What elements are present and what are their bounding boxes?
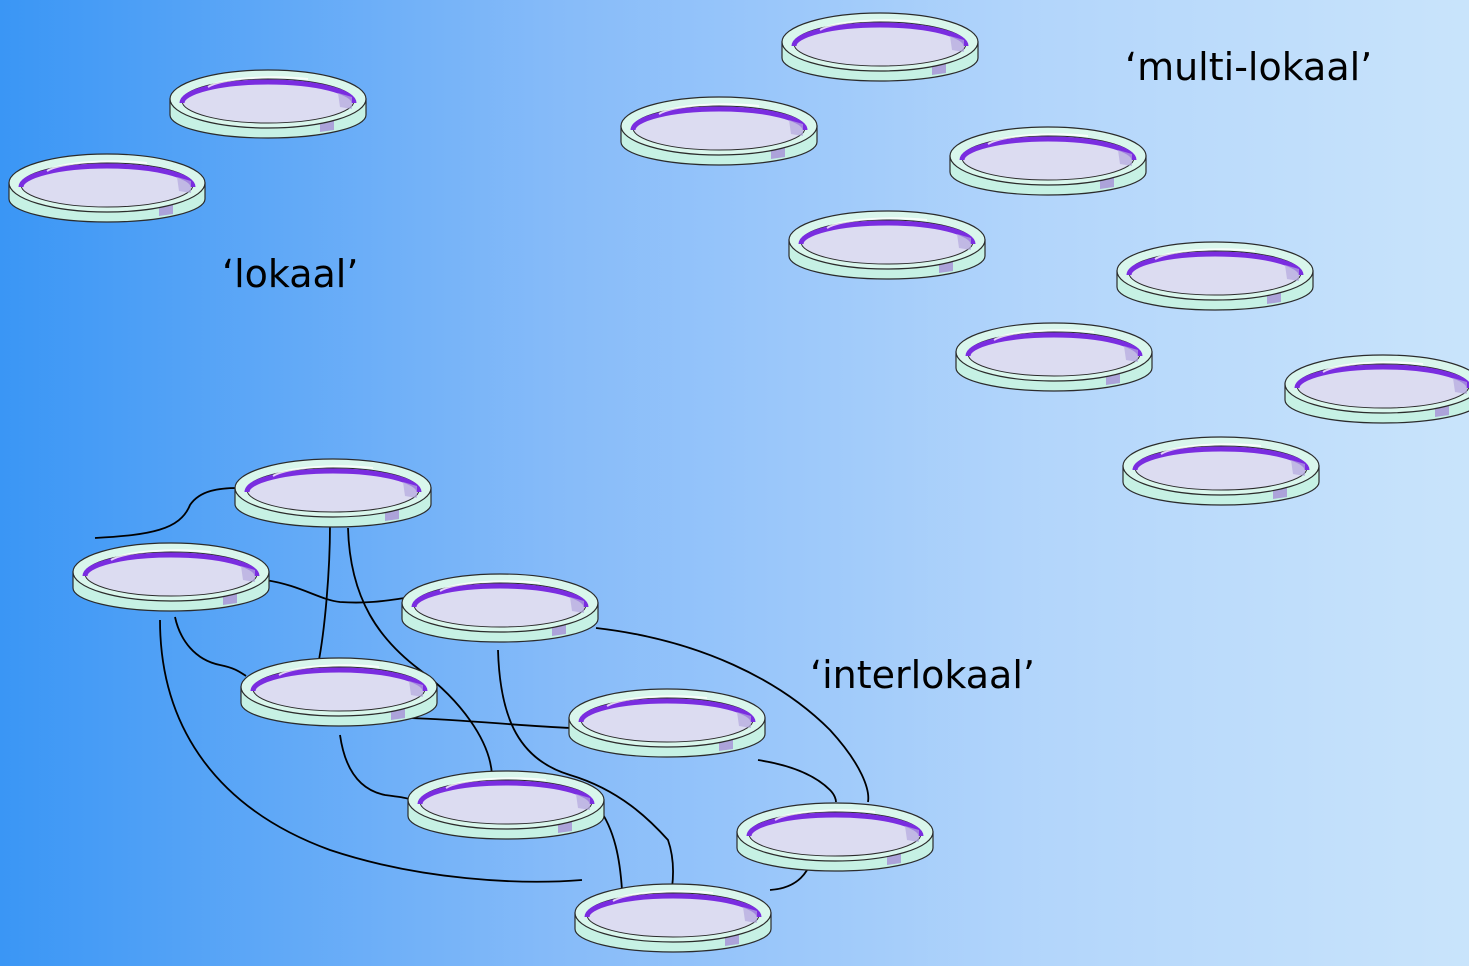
connection-line bbox=[595, 627, 870, 803]
connection-line bbox=[264, 579, 406, 604]
petri-dish bbox=[73, 543, 269, 611]
petri-dish bbox=[1285, 355, 1469, 423]
connection-line bbox=[94, 487, 239, 539]
petri-dish bbox=[408, 771, 604, 839]
connection-line bbox=[347, 527, 493, 776]
label-multi-local: ‘multi-lokaal’ bbox=[1125, 45, 1373, 89]
petri-dish bbox=[1117, 242, 1313, 310]
petri-dish bbox=[575, 884, 771, 952]
petri-dish bbox=[737, 803, 933, 871]
petri-dish bbox=[402, 574, 598, 642]
connection-line bbox=[409, 717, 573, 729]
connection-line bbox=[174, 616, 247, 677]
interlocal-dishes bbox=[73, 459, 933, 952]
petri-dish bbox=[569, 689, 765, 757]
connection-line bbox=[339, 734, 413, 801]
petri-dish bbox=[235, 459, 431, 527]
connection-line bbox=[497, 649, 674, 889]
connection-line bbox=[757, 759, 837, 803]
petri-dish bbox=[621, 97, 817, 165]
petri-dish bbox=[1123, 437, 1319, 505]
label-interlocal: ‘interlokaal’ bbox=[810, 653, 1035, 697]
petri-dish bbox=[170, 70, 366, 138]
label-local: ‘lokaal’ bbox=[222, 252, 359, 296]
connection-line bbox=[159, 619, 583, 883]
petri-dish bbox=[956, 323, 1152, 391]
petri-dish bbox=[950, 127, 1146, 195]
petri-dish bbox=[782, 13, 978, 81]
local-dishes bbox=[9, 70, 366, 222]
petri-dish bbox=[9, 154, 205, 222]
petri-dish bbox=[241, 658, 437, 726]
connection-line bbox=[317, 524, 331, 666]
petri-dish bbox=[789, 211, 985, 279]
